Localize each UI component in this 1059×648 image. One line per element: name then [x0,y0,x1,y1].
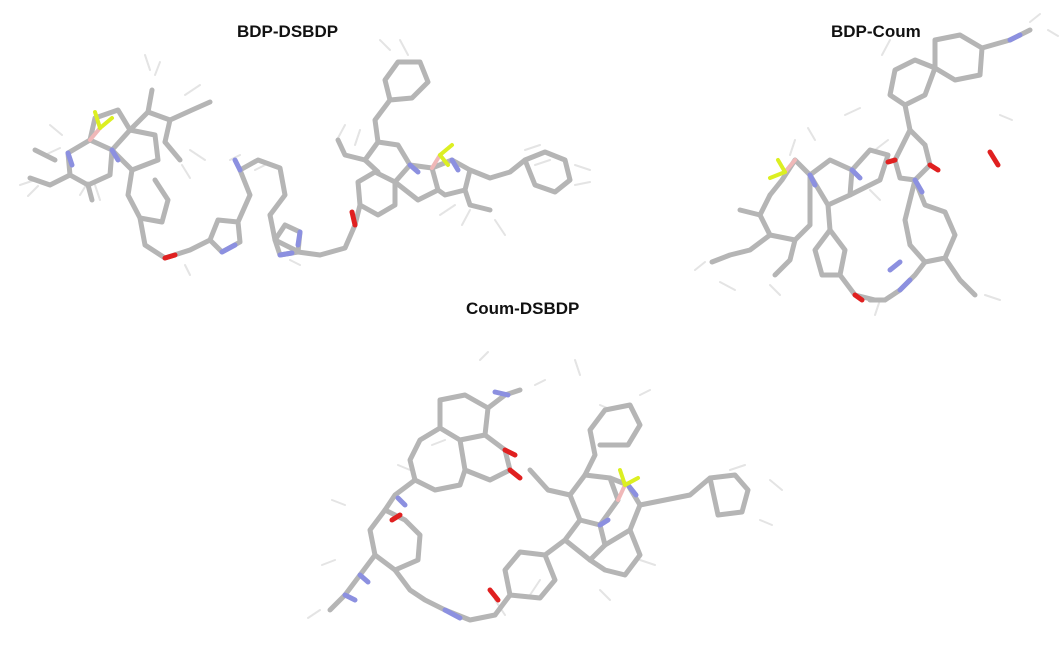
molecule-coum-dsbdp [307,351,783,623]
structure-label-bdp-dsbdp: BDP-DSBDP [237,22,339,41]
molecule-bdp-dsbdp [19,39,591,276]
structure-label-bdp-coum: BDP-Coum [831,22,921,41]
molecule-bdp-coum [694,13,1059,316]
structure-label-coum-dsbdp: Coum-DSBDP [466,299,580,318]
